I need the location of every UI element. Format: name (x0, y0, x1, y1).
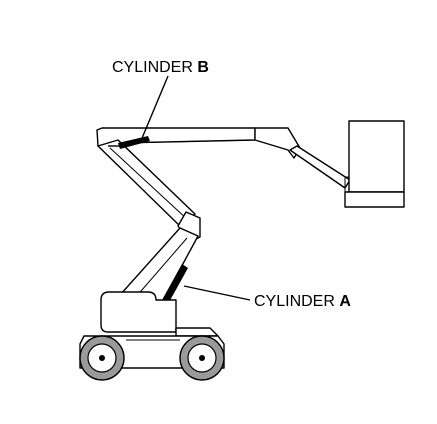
cylinder-a (162, 264, 188, 304)
front-wheel (79, 335, 125, 381)
platform-basket (344, 120, 405, 208)
turntable (100, 291, 219, 337)
cylinder-a-leader-line (183, 285, 251, 301)
cylinder-a-label: CYLINDER A (254, 293, 351, 310)
jib-arm (254, 127, 351, 189)
middle-boom (97, 139, 196, 229)
cylinder-b-label: CYLINDER B (112, 59, 209, 76)
cylinder-b-leader-line (139, 75, 169, 144)
rear-wheel (179, 335, 225, 381)
